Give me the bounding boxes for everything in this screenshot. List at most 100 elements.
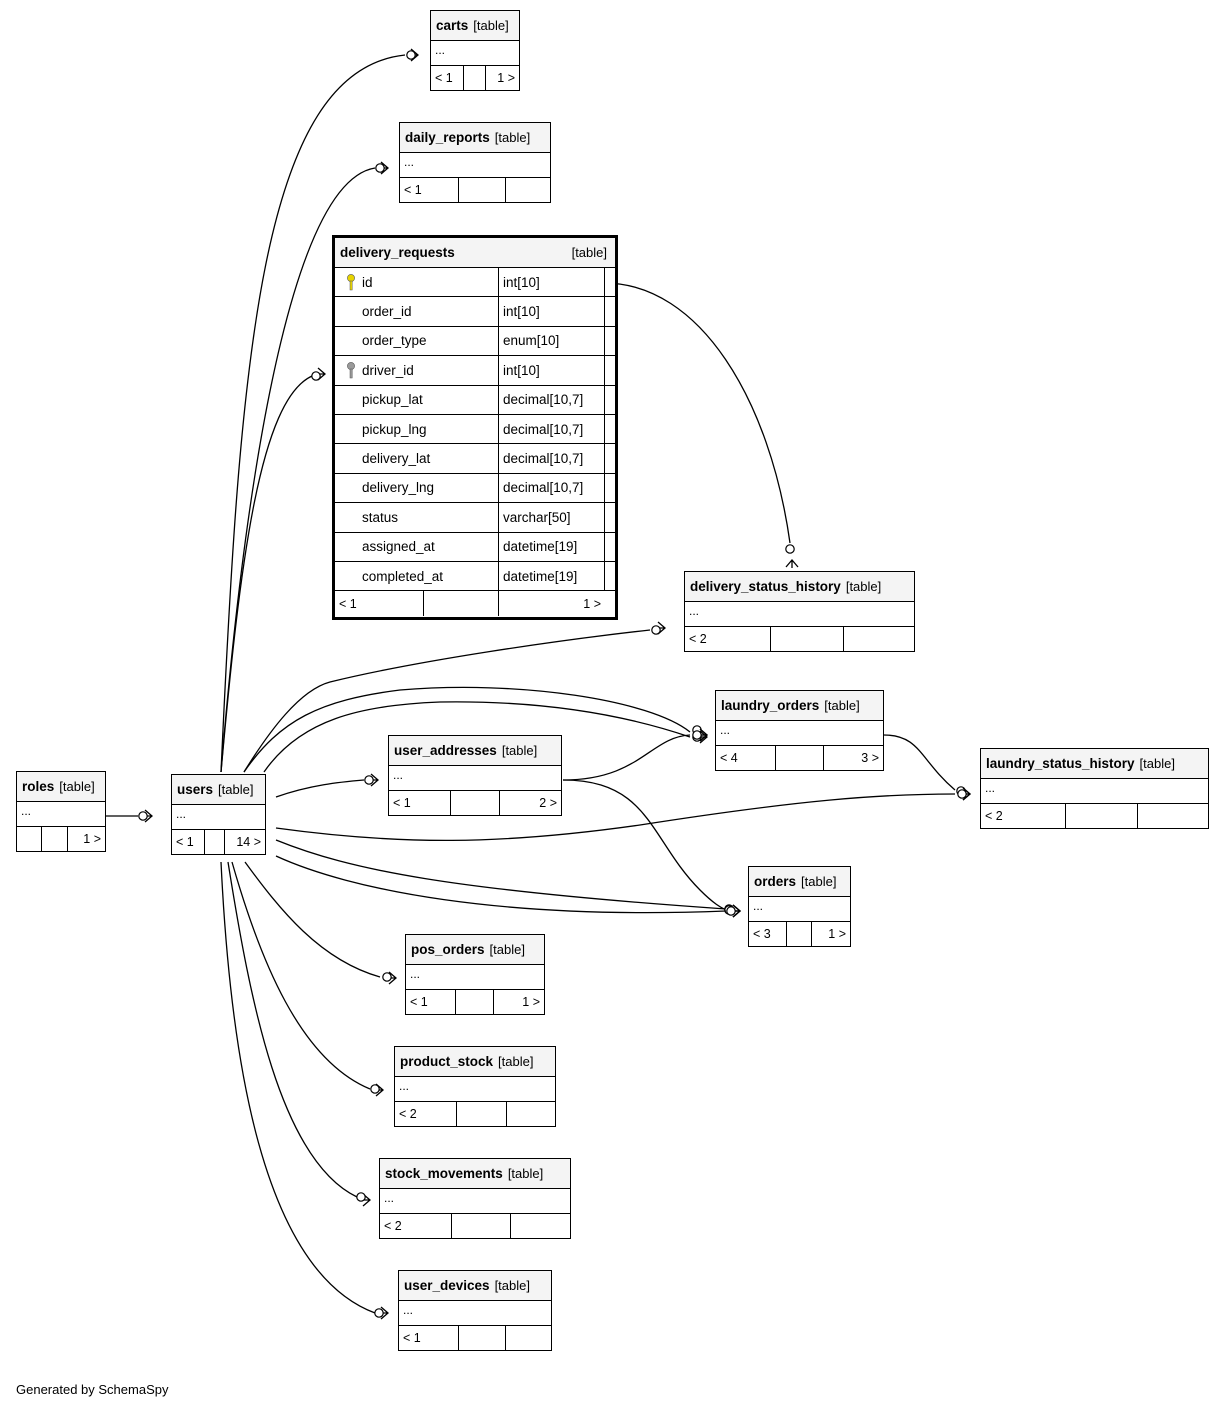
parents-count[interactable]: < 1 bbox=[172, 830, 205, 854]
table-roles[interactable]: roles[table]...1 > bbox=[16, 771, 106, 852]
table-user-devices[interactable]: user_devices[table]...< 1 bbox=[398, 1270, 552, 1351]
collapsed-columns[interactable]: ... bbox=[981, 779, 1208, 804]
parents-count[interactable]: < 2 bbox=[395, 1102, 457, 1126]
column-row[interactable]: completed_at datetime[19] bbox=[335, 561, 615, 592]
column-name: delivery_lat bbox=[362, 451, 431, 467]
collapsed-columns[interactable]: ... bbox=[716, 721, 883, 746]
column-name: completed_at bbox=[362, 568, 444, 584]
crows-foot-icon bbox=[410, 48, 419, 62]
footer-spacer bbox=[452, 1214, 511, 1238]
table-delivery-status-history[interactable]: delivery_status_history[table]...< 2 bbox=[684, 571, 915, 652]
collapsed-columns[interactable]: ... bbox=[395, 1077, 555, 1102]
parents-count[interactable] bbox=[17, 827, 42, 851]
collapsed-columns[interactable]: ... bbox=[406, 965, 544, 990]
children-count[interactable]: 2 > bbox=[539, 796, 557, 810]
table-name: daily_reports bbox=[405, 130, 490, 145]
table-orders[interactable]: orders [table]...< 3 1 > bbox=[748, 866, 851, 947]
table-laundry-status-history[interactable]: laundry_status_history[table]...< 2 bbox=[980, 748, 1209, 829]
table-footer: < 4 3 > bbox=[716, 746, 883, 770]
optional-marker-icon bbox=[374, 1308, 384, 1318]
collapsed-columns[interactable]: ... bbox=[399, 1301, 551, 1326]
children-count[interactable] bbox=[511, 1214, 570, 1238]
children-count[interactable] bbox=[506, 1326, 551, 1350]
relationship-line bbox=[220, 861, 376, 1314]
collapsed-columns[interactable]: ... bbox=[380, 1189, 570, 1214]
column-type-cell: datetime[19] bbox=[499, 561, 605, 591]
table-header: laundry_orders[table] bbox=[716, 691, 883, 721]
footer-spacer bbox=[776, 746, 824, 770]
children-count[interactable]: 3 > bbox=[861, 751, 879, 765]
table-footer: < 1 bbox=[399, 1326, 551, 1350]
parents-count[interactable]: < 2 bbox=[981, 804, 1066, 828]
parents-count[interactable]: < 1 bbox=[431, 66, 464, 90]
table-type: [table] bbox=[571, 245, 607, 260]
children-count[interactable] bbox=[506, 178, 550, 202]
optional-marker-icon bbox=[692, 730, 702, 740]
crows-foot-icon bbox=[732, 904, 741, 918]
table-laundry-orders[interactable]: laundry_orders[table]...< 4 3 > bbox=[715, 690, 884, 771]
relationship-users-to-product-stock bbox=[231, 861, 384, 1097]
crows-foot-icon bbox=[962, 787, 971, 801]
parents-count[interactable]: < 2 bbox=[380, 1214, 452, 1238]
parents-count[interactable]: < 1 bbox=[406, 990, 456, 1014]
children-count[interactable]: 1 > bbox=[522, 995, 540, 1009]
collapsed-columns[interactable]: ... bbox=[685, 602, 914, 627]
relationship-line bbox=[603, 282, 791, 544]
parents-count[interactable]: < 1 bbox=[389, 791, 451, 815]
collapsed-columns[interactable]: ... bbox=[400, 153, 550, 178]
children-count[interactable]: 1 > bbox=[83, 832, 101, 846]
table-stock-movements[interactable]: stock_movements[table]...< 2 bbox=[379, 1158, 571, 1239]
parents-count[interactable]: < 3 bbox=[749, 922, 787, 946]
table-product-stock[interactable]: product_stock[table]...< 2 bbox=[394, 1046, 556, 1127]
children-count[interactable] bbox=[844, 627, 914, 651]
collapsed-columns[interactable]: ... bbox=[749, 897, 850, 922]
parents-count[interactable]: < 1 bbox=[335, 591, 424, 617]
collapsed-columns[interactable]: ... bbox=[172, 805, 265, 830]
children-count[interactable]: 14 > bbox=[236, 835, 261, 849]
children-count[interactable] bbox=[507, 1102, 555, 1126]
table-daily-reports[interactable]: daily_reports[table]...< 1 bbox=[399, 122, 551, 203]
optional-marker-icon bbox=[364, 775, 374, 785]
column-name-cell: delivery_lng bbox=[335, 473, 499, 503]
collapsed-columns[interactable]: ... bbox=[17, 802, 105, 827]
footer-spacer bbox=[451, 791, 500, 815]
children-count[interactable]: 1 > bbox=[497, 71, 515, 85]
table-name: orders bbox=[754, 874, 797, 889]
children-count[interactable]: 1 > bbox=[583, 596, 601, 611]
optional-marker-icon bbox=[375, 163, 385, 173]
parents-count[interactable]: < 1 bbox=[399, 1326, 459, 1350]
collapsed-columns[interactable]: ... bbox=[431, 41, 519, 66]
parents-count[interactable]: < 4 bbox=[716, 746, 776, 770]
parents-count[interactable]: < 2 bbox=[685, 627, 771, 651]
column-type-cell: enum[10] bbox=[499, 326, 605, 356]
column-type-cell: int[10] bbox=[499, 356, 605, 385]
table-header: daily_reports[table] bbox=[400, 123, 550, 153]
relationship-line bbox=[562, 734, 691, 781]
optional-marker-icon bbox=[406, 50, 416, 60]
column-name: pickup_lng bbox=[362, 421, 427, 437]
table-type: [table] bbox=[801, 874, 837, 889]
table-type: [table] bbox=[489, 942, 525, 957]
relationship-users-to-user-devices bbox=[220, 861, 389, 1320]
collapsed-columns[interactable]: ... bbox=[389, 766, 561, 791]
children-count[interactable] bbox=[1138, 804, 1208, 828]
optional-marker-icon bbox=[785, 544, 795, 554]
parents-count[interactable]: < 1 bbox=[400, 178, 459, 202]
children-count[interactable]: 1 > bbox=[828, 927, 846, 941]
column-name: id bbox=[362, 274, 373, 290]
